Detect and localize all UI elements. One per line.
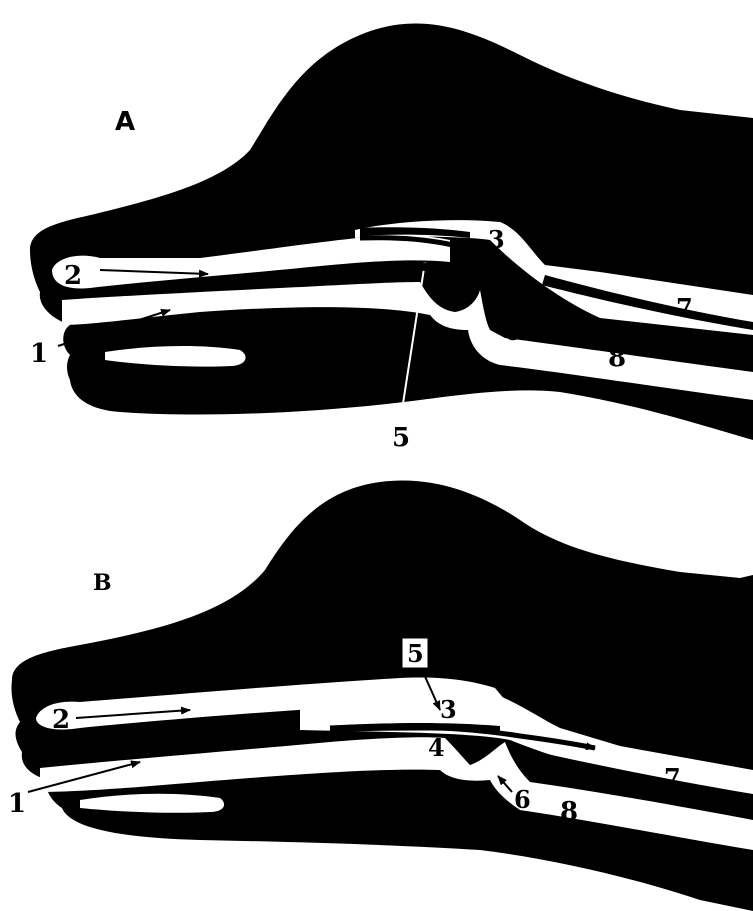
panel-a-label-4: 4 (440, 279, 457, 308)
panel-b-label-8: 8 (560, 797, 578, 827)
panel-a-label-7: 7 (676, 293, 693, 322)
panel-a-title: A (115, 107, 135, 137)
panel-a-label-3: 3 (488, 225, 505, 254)
panel-b-label-6: 6 (514, 785, 531, 814)
panel-a-label-1: 1 (30, 339, 48, 369)
panel-a: A 1 2 3 4 5 6 7 8 (30, 24, 753, 453)
panel-b-label-2: 2 (52, 705, 70, 735)
panel-b: B 1 2 3 4 5 6 7 8 (8, 481, 753, 911)
panel-b-label-7: 7 (664, 763, 681, 792)
panel-a-label-6: 6 (504, 317, 521, 346)
panel-b-title: B (93, 570, 112, 596)
panel-a-label-5: 5 (392, 423, 410, 453)
panel-b-label-4: 4 (428, 733, 445, 762)
panel-b-label-1: 1 (8, 789, 26, 819)
panel-a-label-8: 8 (608, 343, 626, 373)
panel-b-label-3: 3 (440, 695, 457, 724)
panel-a-label-2: 2 (64, 261, 82, 291)
panel-b-label-5: 5 (407, 639, 424, 668)
